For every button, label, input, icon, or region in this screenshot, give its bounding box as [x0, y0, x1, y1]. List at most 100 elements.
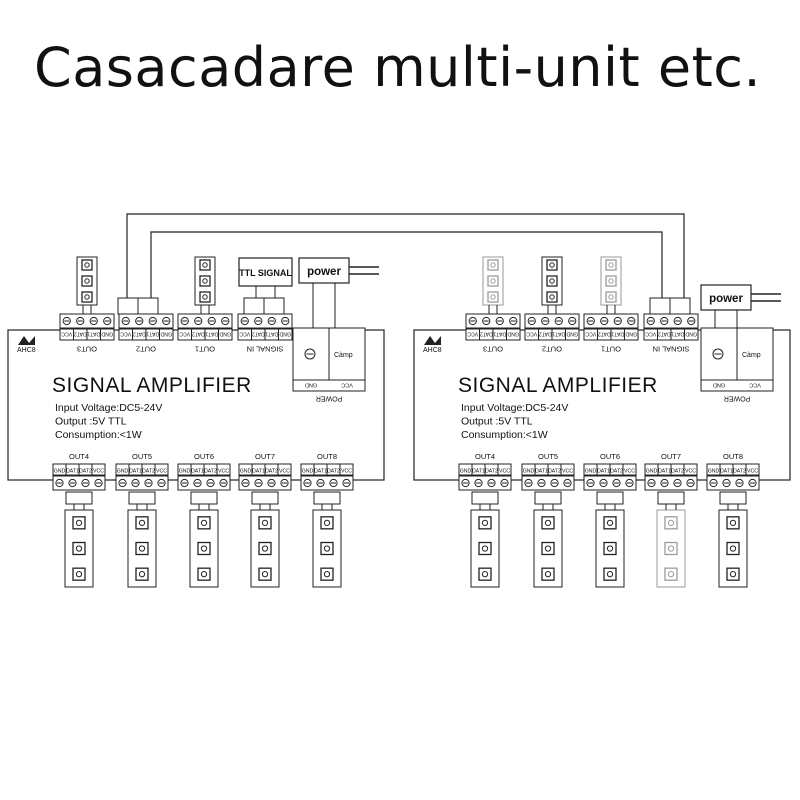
led-strip-module: [718, 509, 748, 588]
strip-connector: [719, 491, 747, 505]
power-block-label: POWER: [316, 395, 342, 402]
terminal-pin-label: VCC: [747, 469, 758, 475]
led-chip-dot: [490, 262, 496, 268]
led-strip-module: [600, 256, 622, 306]
terminal-screw-row: [59, 313, 115, 329]
led-chip-dot: [544, 519, 552, 526]
terminal-pin-label: VCC: [239, 331, 250, 337]
spec-line: Input Voltage:DC5-24V: [55, 402, 162, 414]
terminal-pin-label: DAT2: [658, 331, 671, 337]
led-chip-dot: [549, 278, 555, 284]
terminal-pin-label: VCC: [179, 331, 190, 337]
terminal-pin-label: DAT1: [265, 331, 278, 337]
spec-line: Output :5V TTL: [461, 416, 533, 428]
terminal-screw-row: [706, 475, 760, 491]
terminal-pin-label: DAT2: [733, 469, 746, 475]
terminal-screw-row: [465, 313, 521, 329]
strip-connector: [534, 491, 562, 505]
brand-logo-icon: [424, 336, 441, 345]
lamp-label: Càmp: [742, 352, 761, 359]
strip-connector: [190, 491, 218, 505]
terminal-pin-label: VCC: [61, 331, 72, 337]
brand-logo-icon: [18, 336, 35, 345]
led-strip-module: [64, 509, 94, 588]
power-input-label: power: [709, 293, 743, 305]
led-strip-module: [541, 256, 563, 306]
led-chip-dot: [490, 294, 496, 300]
led-chip-dot: [606, 571, 614, 578]
led-chip: [605, 291, 617, 303]
led-chip-dot: [75, 545, 83, 552]
terminal-screw-row: [644, 475, 698, 491]
power-pin-vcc: VCC: [749, 382, 761, 388]
terminal-pin-label: DAT2: [252, 331, 265, 337]
terminal-pin-label: VCC: [341, 469, 352, 475]
led-chip-dot: [200, 545, 208, 552]
power-pin-strip: [292, 379, 366, 392]
terminal-pin-label: VCC: [685, 469, 696, 475]
led-chip-dot: [729, 519, 737, 526]
led-chip-dot: [481, 519, 489, 526]
terminal-screw-row: [177, 475, 231, 491]
terminal-pin-label: GND: [507, 331, 519, 337]
led-chip-dot: [606, 519, 614, 526]
led-chip-dot: [729, 545, 737, 552]
terminal-pin-label: VCC: [526, 331, 537, 337]
terminal-pin-label: DAT2: [610, 469, 623, 475]
terminal-pin-label: DAT1: [535, 469, 548, 475]
port-label-out3: OUT3: [77, 344, 97, 353]
cascade-wires: [126, 213, 685, 298]
strip-connector: [313, 491, 341, 505]
terminal-pin-label: GND: [302, 469, 314, 475]
terminal-screw-row: [115, 475, 169, 491]
terminal-pin-label: VCC: [120, 331, 131, 337]
terminal-pin-label: GND: [240, 469, 252, 475]
terminal-pin-label: GND: [646, 469, 658, 475]
led-chip-dot: [323, 519, 331, 526]
terminal-pin-label: DAT1: [493, 331, 506, 337]
terminal-pin-label: DAT1: [658, 469, 671, 475]
led-chip-dot: [608, 278, 614, 284]
strip-connector: [128, 491, 156, 505]
led-strip-module: [533, 509, 563, 588]
spec-line: Input Voltage:DC5-24V: [461, 402, 568, 414]
strip-connector: [657, 491, 685, 505]
led-chip-dot: [549, 262, 555, 268]
led-chip-dot: [138, 519, 146, 526]
ttl-signal-box: [238, 257, 293, 287]
led-chip-dot: [608, 262, 614, 268]
led-chip-dot: [481, 545, 489, 552]
model-label: AHC8: [423, 347, 442, 354]
terminal-pin-label: VCC: [624, 469, 635, 475]
port-label-out2: OUT2: [542, 344, 562, 353]
terminal-pin-label: VCC: [562, 469, 573, 475]
terminal-pin-label: DAT1: [472, 469, 485, 475]
model-label: AHC8: [17, 347, 36, 354]
terminal-pin-label: DAT1: [720, 469, 733, 475]
port-label-out4: OUT4: [69, 452, 89, 461]
led-chip-dot: [202, 294, 208, 300]
terminal-pin-label: VCC: [499, 469, 510, 475]
port-label-out1: OUT1: [195, 344, 215, 353]
terminal-pin-label: DAT2: [192, 331, 205, 337]
terminal-pin-label: VCC: [467, 331, 478, 337]
terminal-pin-label: VCC: [156, 469, 167, 475]
led-strip-body: [656, 509, 686, 588]
terminal-pin-label: GND: [179, 469, 191, 475]
led-strip-body: [482, 256, 504, 306]
terminal-pin-label: DAT2: [548, 469, 561, 475]
